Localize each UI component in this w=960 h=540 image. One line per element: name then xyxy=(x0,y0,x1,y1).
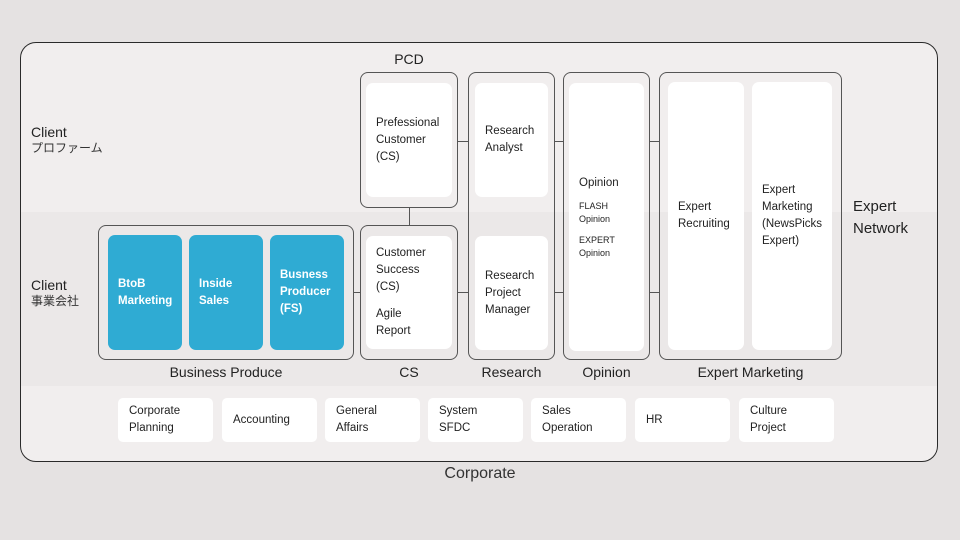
card-text: Corporate xyxy=(129,405,181,417)
connector xyxy=(458,292,468,293)
card-text xyxy=(579,192,634,200)
card-text: (CS) xyxy=(376,150,400,163)
card-opinion: Opinion FLASH Opinion EXPERT Opinion xyxy=(569,83,644,351)
card-text: Accounting xyxy=(233,413,290,426)
card-text: Research xyxy=(485,269,535,282)
card-business-producer: Busness Producer (FS) xyxy=(270,235,344,350)
pcd-group xyxy=(360,72,458,208)
card-text: Sales xyxy=(542,405,571,417)
card-text: Opinion xyxy=(579,213,611,224)
card-text: Opinion xyxy=(579,247,611,258)
connector xyxy=(409,208,410,225)
card-text: BtoB xyxy=(118,277,146,290)
card-btob-marketing: BtoB Marketing xyxy=(108,235,182,350)
research-label: Research xyxy=(481,364,542,380)
card-text: Sales xyxy=(199,294,230,307)
connector xyxy=(555,292,563,293)
card-expert-marketing-newspicks: Expert Marketing (NewsPicks Expert) xyxy=(752,82,832,350)
card-text: Research xyxy=(485,125,535,137)
card-text: Expert) xyxy=(762,235,800,247)
card-customer-success: Customer Success (CS) Agile Report xyxy=(366,236,452,349)
card-inside-sales: Inside Sales xyxy=(189,235,263,350)
row-label-client-pro-firm: Client プロファーム xyxy=(31,124,103,156)
card-text: Culture xyxy=(750,405,788,417)
row-subtitle: 事業会社 xyxy=(31,294,80,308)
expert-marketing-group xyxy=(659,72,842,360)
connector xyxy=(650,292,660,293)
card-professional-customer: Prefessional Customer (CS) xyxy=(366,83,452,197)
card-text: Agile xyxy=(376,308,402,320)
card-text: Expert xyxy=(678,201,712,213)
expert-marketing-label: Expert Marketing xyxy=(697,364,804,380)
expert-network-line2: Network xyxy=(853,220,909,237)
card-text: HR xyxy=(646,413,663,426)
expert-network-line1: Expert xyxy=(853,198,897,215)
card-text: FLASH xyxy=(579,200,609,211)
corporate-item-accounting: Accounting xyxy=(222,398,317,442)
pcd-label: PCD xyxy=(394,51,424,67)
card-text: Customer xyxy=(376,247,426,259)
card-text: Producer xyxy=(280,286,331,298)
card-text: (NewsPicks xyxy=(762,218,823,230)
business-produce-label: Business Produce xyxy=(169,364,283,380)
cs-label: CS xyxy=(399,364,419,380)
card-text xyxy=(579,226,634,234)
card-text: (CS) xyxy=(376,281,400,293)
card-text: Busness xyxy=(280,269,328,281)
research-group xyxy=(468,72,555,360)
business-produce-group xyxy=(98,225,354,360)
card-text: Expert xyxy=(762,184,796,196)
card-text: Opinion xyxy=(579,176,619,189)
connector xyxy=(458,141,468,142)
opinion-group xyxy=(563,72,650,360)
card-text: Project xyxy=(485,286,521,299)
card-text: Affairs xyxy=(336,422,369,434)
card-text: Success xyxy=(376,264,420,276)
connector xyxy=(650,141,659,142)
card-text: Operation xyxy=(542,422,593,434)
corporate-label: Corporate xyxy=(444,465,516,482)
row-title: Client xyxy=(31,124,67,140)
card-text: EXPERT xyxy=(579,234,615,245)
opinion-label: Opinion xyxy=(582,364,631,380)
row-subtitle: プロファーム xyxy=(31,141,103,155)
row-label-client-business: Client 事業会社 xyxy=(31,277,79,309)
card-text: Planning xyxy=(129,422,174,434)
card-text: System xyxy=(439,405,478,417)
card-text: (FS) xyxy=(280,303,303,315)
card-text: Marketing xyxy=(118,294,173,307)
row-label-expert-network: Expert Network xyxy=(853,196,908,240)
card-text: Recruiting xyxy=(678,218,730,230)
card-text: Project xyxy=(750,422,786,434)
card-text: SFDC xyxy=(439,422,471,434)
card-text: Prefessional xyxy=(376,116,440,129)
card-expert-recruiting: Expert Recruiting xyxy=(668,82,744,350)
row-title: Client xyxy=(31,277,67,293)
corporate-item-hr: HR xyxy=(635,398,730,442)
card-text: Customer xyxy=(376,133,426,146)
card-text: General xyxy=(336,405,377,417)
card-text: Analyst xyxy=(485,142,523,154)
card-text: Inside xyxy=(199,277,233,290)
card-text: Marketing xyxy=(762,201,813,213)
card-text xyxy=(376,296,442,306)
card-research-project-manager: Research Project Manager xyxy=(475,236,548,350)
connector xyxy=(354,292,360,293)
card-text: Report xyxy=(376,325,411,337)
card-text: Manager xyxy=(485,303,531,316)
card-research-analyst: Research Analyst xyxy=(475,83,548,197)
connector xyxy=(555,141,563,142)
cs-group xyxy=(360,225,458,360)
